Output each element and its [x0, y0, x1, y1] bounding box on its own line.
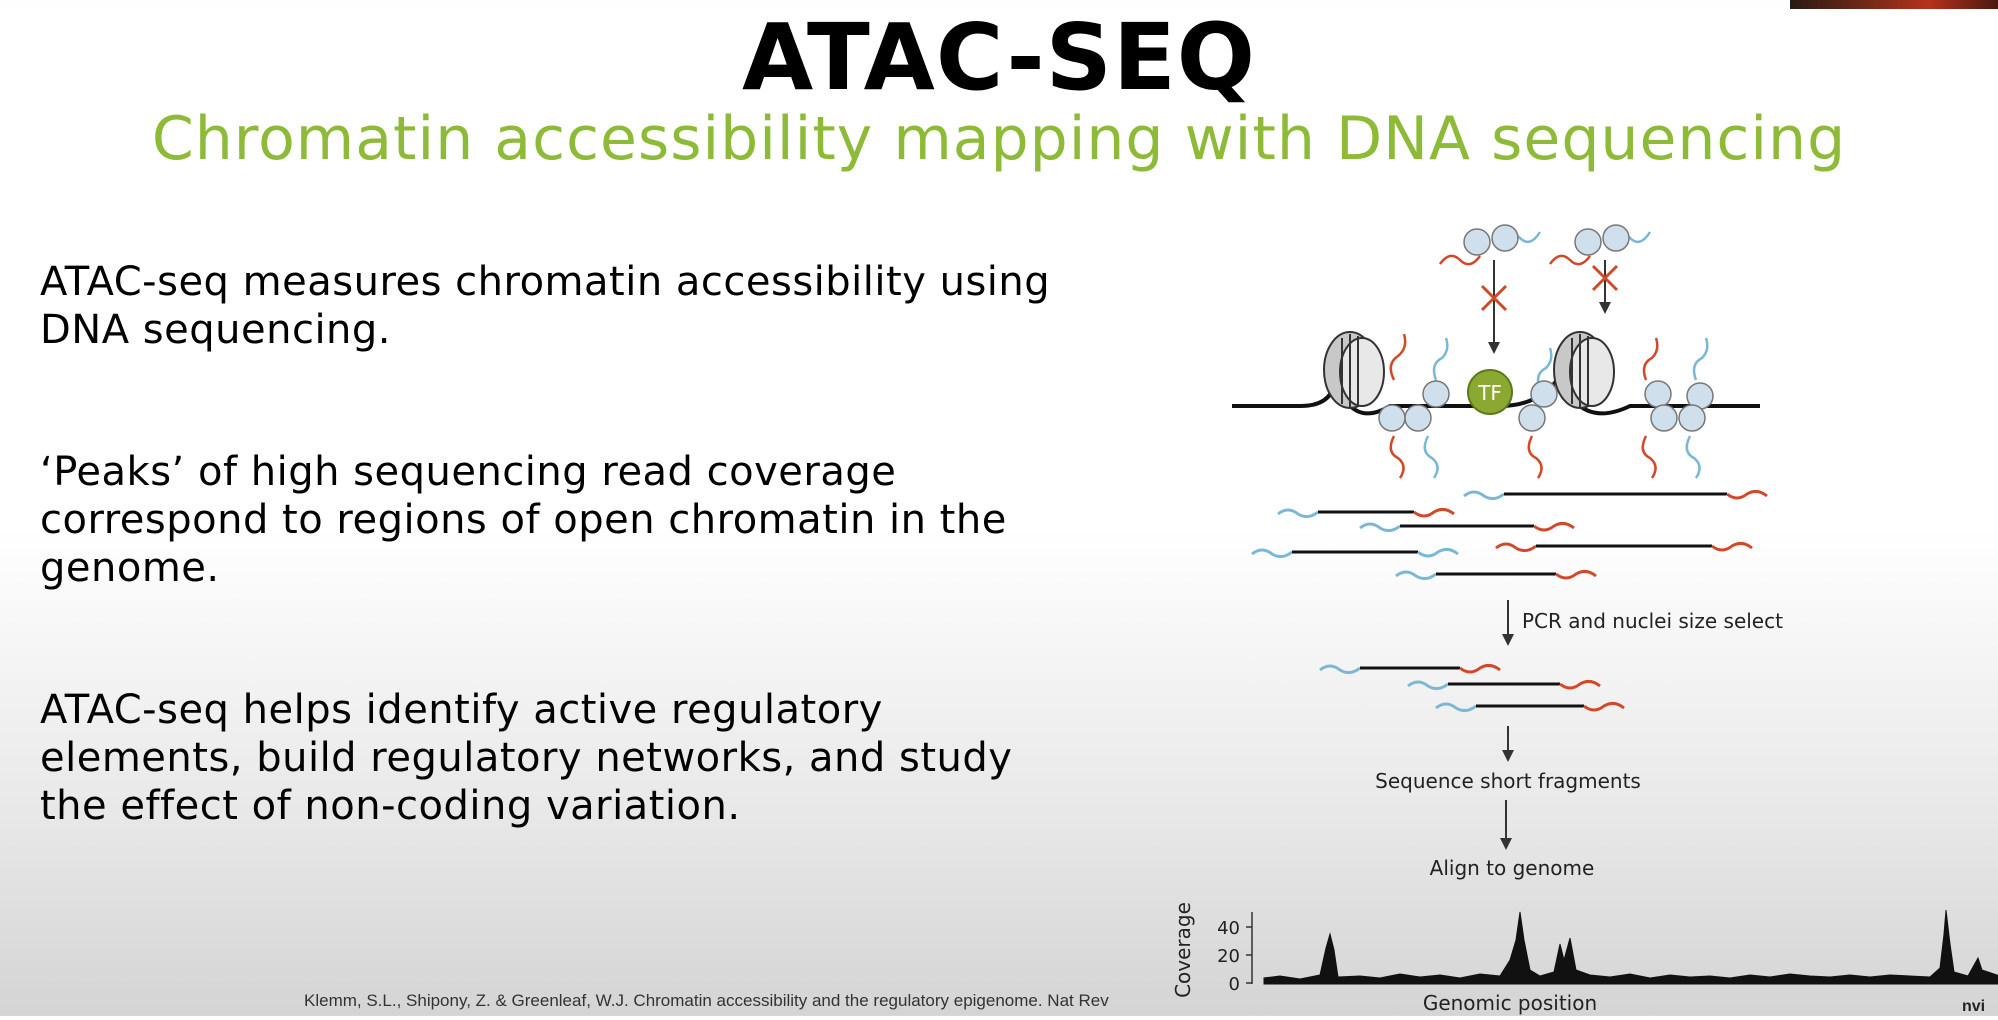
- blocked-arrow-left: [1480, 260, 1508, 354]
- logo-text: nvi: [1962, 998, 1986, 1015]
- nvidia-logo: nvi: [1962, 998, 1985, 1016]
- selected-fragments: [1319, 663, 1625, 713]
- slide-title: ATAC-SEQ: [742, 4, 1256, 111]
- nucleosome-right: [1553, 331, 1615, 409]
- tf-label: TF: [1477, 381, 1502, 405]
- paragraph-1: ATAC-seq measures chromatin accessibilit…: [40, 259, 1051, 353]
- paragraph-3: ATAC-seq helps identify active regulator…: [40, 687, 1013, 829]
- step2-label: Sequence short fragments: [1375, 769, 1641, 793]
- step3-arrow: [1500, 800, 1512, 850]
- coverage-xlabel: Genomic position: [1423, 991, 1597, 1015]
- blocked-arrow-right: [1591, 260, 1619, 314]
- step1-arrow: [1502, 600, 1514, 646]
- step3-label: Align to genome: [1430, 856, 1595, 880]
- tn5-transposome-left: [1438, 224, 1542, 266]
- tn5-transposome-right: [1548, 224, 1652, 266]
- atac-seq-diagram: TF PCR and nuclei size select Se: [1171, 224, 1998, 1015]
- citation-text: Klemm, S.L., Shipony, Z. & Greenleaf, W.…: [304, 991, 1109, 1010]
- bound-tn5-group: [1378, 333, 1714, 479]
- step1-label: PCR and nuclei size select: [1522, 609, 1783, 633]
- atac-seq-figure: TF PCR and nuclei size select Se: [1160, 200, 1998, 1016]
- ytick-40: 40: [1217, 918, 1240, 939]
- paragraph-2: ‘Peaks’ of high sequencing read coverage…: [40, 449, 1007, 591]
- slide-subtitle: Chromatin accessibility mapping with DNA…: [151, 104, 1847, 174]
- coverage-axis: 40 20 0 Coverage: [1171, 902, 1253, 998]
- ytick-20: 20: [1217, 946, 1240, 967]
- citation: Klemm, S.L., Shipony, Z. & Greenleaf, W.…: [304, 991, 1109, 1011]
- coverage-signal: [1263, 909, 1998, 985]
- ytick-0: 0: [1229, 974, 1240, 995]
- tf-circle: TF: [1467, 369, 1513, 415]
- nucleosome-left: [1323, 331, 1385, 409]
- coverage-ylabel: Coverage: [1171, 902, 1195, 998]
- presenter-video-thumbnail: [1790, 0, 1998, 9]
- step2-arrow: [1502, 726, 1514, 762]
- fragment-library: [1251, 489, 1768, 581]
